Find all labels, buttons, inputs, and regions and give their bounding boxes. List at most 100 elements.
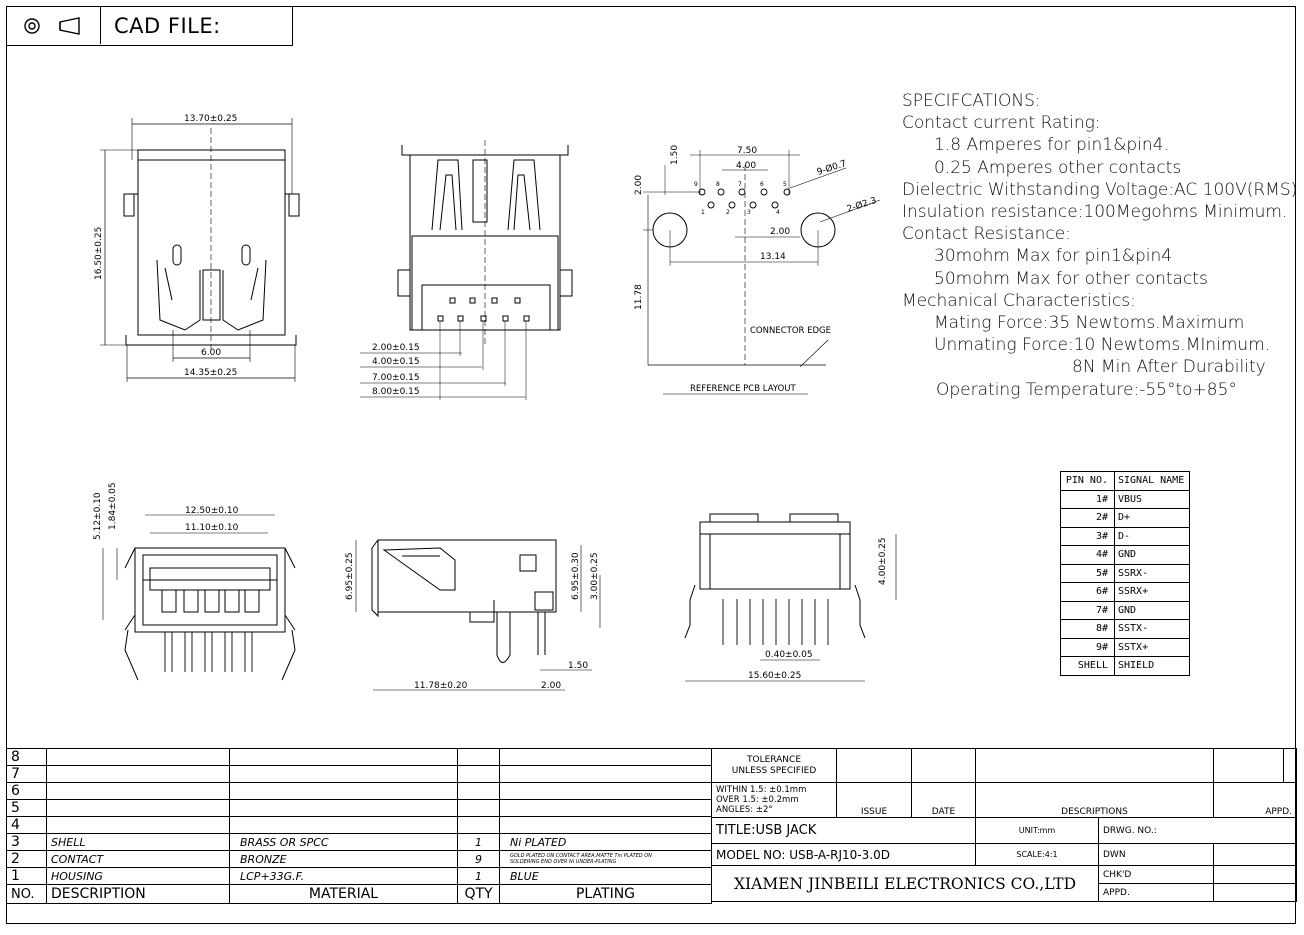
revision-header-row: WITHIN 1.5: ±0.1mm OVER 1.5: ±0.2mm ANGL… [711, 782, 1297, 818]
cad-file-label: CAD FILE: [114, 14, 221, 38]
tolerance-line: UNLESS SPECIFIED [731, 765, 817, 776]
dim-pcb-hole1: 9-Ø0.7 [816, 158, 848, 178]
bom-description: HOUSING [46, 867, 230, 885]
pcb-pin-number: 2 [726, 209, 730, 216]
reference-pcb-label: REFERENCE PCB LAYOUT [690, 384, 796, 394]
dim-pitch-1: 2.00±0.15 [372, 343, 420, 353]
dim-pcb-1314: 13.14 [760, 252, 786, 262]
signal-name: VBUS [1114, 489, 1190, 509]
dim-side-300: 3.00±0.25 [590, 552, 600, 600]
dim-inner-width: 6.00 [201, 348, 221, 358]
dim-pitch-4: 8.00±0.15 [372, 387, 420, 397]
bom-row-number: 6 [6, 782, 47, 800]
projection-symbol [6, 6, 101, 44]
pcb-pin-number: 7 [738, 181, 742, 188]
front-view [102, 514, 296, 681]
bom-qty: 1 [457, 833, 500, 851]
bom-description: SHELL [46, 833, 230, 851]
table-row: 8#SSTX- [1060, 619, 1190, 639]
table-row: 5 [6, 799, 712, 817]
pin-no: 6# [1060, 582, 1115, 602]
dim-rear-1560: 15.60±0.25 [748, 671, 801, 681]
table-row: 7 [6, 765, 712, 783]
date-header: DATE [911, 782, 976, 818]
drawing-sheet-border [6, 6, 1296, 924]
dim-pcb-750: 7.50 [737, 146, 757, 156]
pin-no: 7# [1060, 600, 1115, 620]
checked-by-label: CHK'D [1098, 865, 1214, 884]
bom-header-qty: QTY [457, 884, 500, 904]
bom-plating: GOLD PLATED ON CONTACT AREA,MATTE Tin PL… [499, 850, 712, 868]
signal-name: SSTX- [1114, 619, 1190, 639]
dim-pcb-200h: 2.00 [770, 227, 790, 237]
bom-description: CONTACT [46, 850, 230, 868]
table-row: 3 SHELL BRASS OR SPCC 1 Ni PLATED [6, 833, 712, 851]
bom-plating: BLUE [499, 867, 712, 885]
table-row: 9#SSTX+ [1060, 637, 1190, 657]
specifications-block: SPECIFCATIONS: Contact current Rating: 1… [902, 90, 1297, 401]
bom-material: LCP+33G.F. [229, 867, 458, 885]
spec-line: Mating Force:35 Newtoms.Maximum [934, 313, 1245, 334]
dim-left-height: 16.50±0.25 [94, 227, 104, 280]
dim-side-695a: 6.95±0.25 [345, 552, 355, 600]
section-view [360, 140, 573, 400]
drawn-by-label: DWN [1098, 843, 1214, 866]
title-block: TOLERANCE UNLESS SPECIFIED WITHIN 1.5: ±… [711, 748, 1297, 902]
pin-table-header: PIN NO. SIGNAL NAME [1060, 471, 1190, 491]
top-view [100, 118, 300, 382]
bom-header-description: DESCRIPTION [46, 884, 230, 904]
spec-line: 50mohm Max for other contacts [934, 268, 1208, 289]
spec-line: SPECIFCATIONS: [902, 91, 1041, 111]
signal-name: GND [1114, 600, 1190, 620]
tolerance-line: TOLERANCE [746, 754, 802, 765]
dim-pitch-2: 4.00±0.15 [372, 357, 420, 367]
dim-pcb-hole2: 2-Ø2.3 [846, 195, 878, 215]
issue-header: ISSUE [836, 782, 912, 818]
dim-rear-040: 0.40±0.05 [765, 650, 813, 660]
pcb-pin-number: 5 [783, 181, 787, 188]
dim-pcb-150: 1.50 [670, 145, 680, 165]
title-row: TITLE:USB JACK UNIT:mm DRWG. NO.: [711, 817, 1297, 844]
drawing-number: DRWG. NO.: [1098, 817, 1297, 844]
signal-name: SSRX+ [1114, 582, 1190, 602]
dim-pitch-3: 7.00±0.15 [372, 373, 420, 383]
table-row: 2#D+ [1060, 508, 1190, 528]
pin-no: 9# [1060, 637, 1115, 657]
bom-qty: 1 [457, 867, 500, 885]
bom-row-number: 1 [6, 867, 47, 885]
dim-side-200: 2.00 [541, 681, 561, 691]
pcb-pin-number: 3 [747, 209, 751, 216]
pin-no: 2# [1060, 508, 1115, 528]
company-name: XIAMEN JINBEILI ELECTRONICS CO.,LTD [711, 865, 1099, 902]
bom-row-number: 2 [6, 850, 47, 868]
bom-row-number: 5 [6, 799, 47, 817]
pin-no: 5# [1060, 563, 1115, 583]
pcb-pin-number: 1 [701, 209, 705, 216]
bom-plating-line: GOLD PLATED ON CONTACT AREA,MATTE Tin PL… [510, 853, 652, 859]
pin-no-header: PIN NO. [1060, 471, 1115, 491]
dim-pcb-1178: 11.78 [634, 284, 644, 310]
spec-line: Insulation resistance:100Megohms Minimum… [902, 202, 1288, 223]
model-number: MODEL NO: USB-A-RJ10-3.0D [711, 843, 976, 866]
revision-row: TOLERANCE UNLESS SPECIFIED [711, 748, 1297, 783]
table-row: 1#VBUS [1060, 489, 1190, 509]
dim-front-1110: 11.10±0.10 [185, 523, 239, 533]
pin-no: SHELL [1060, 656, 1115, 676]
dim-rear-400: 4.00±0.25 [878, 537, 888, 585]
unit-label: UNIT:mm [975, 817, 1099, 844]
bom-row-number: 8 [6, 748, 47, 766]
signal-name: SHIELD [1114, 656, 1190, 676]
dim-front-512: 5.12±0.10 [93, 492, 103, 540]
table-row: 6#SSRX+ [1060, 582, 1190, 602]
spec-line: 1.8 Amperes for pin1&pin4. [934, 135, 1169, 156]
approved-by-label: APPD. [1098, 883, 1214, 902]
pin-no: 8# [1060, 619, 1115, 639]
bom-header-row: NO. DESCRIPTION MATERIAL QTY PLATING [6, 884, 712, 904]
bom-header-no: NO. [6, 884, 47, 904]
spec-line: 0.25 Amperes other contacts [934, 157, 1182, 178]
cone-icon [59, 17, 80, 35]
tolerance-label: TOLERANCE UNLESS SPECIFIED [711, 748, 837, 783]
side-view [355, 539, 601, 691]
table-row: 5#SSRX- [1060, 563, 1190, 583]
spec-line: Contact current Rating: [902, 113, 1101, 134]
